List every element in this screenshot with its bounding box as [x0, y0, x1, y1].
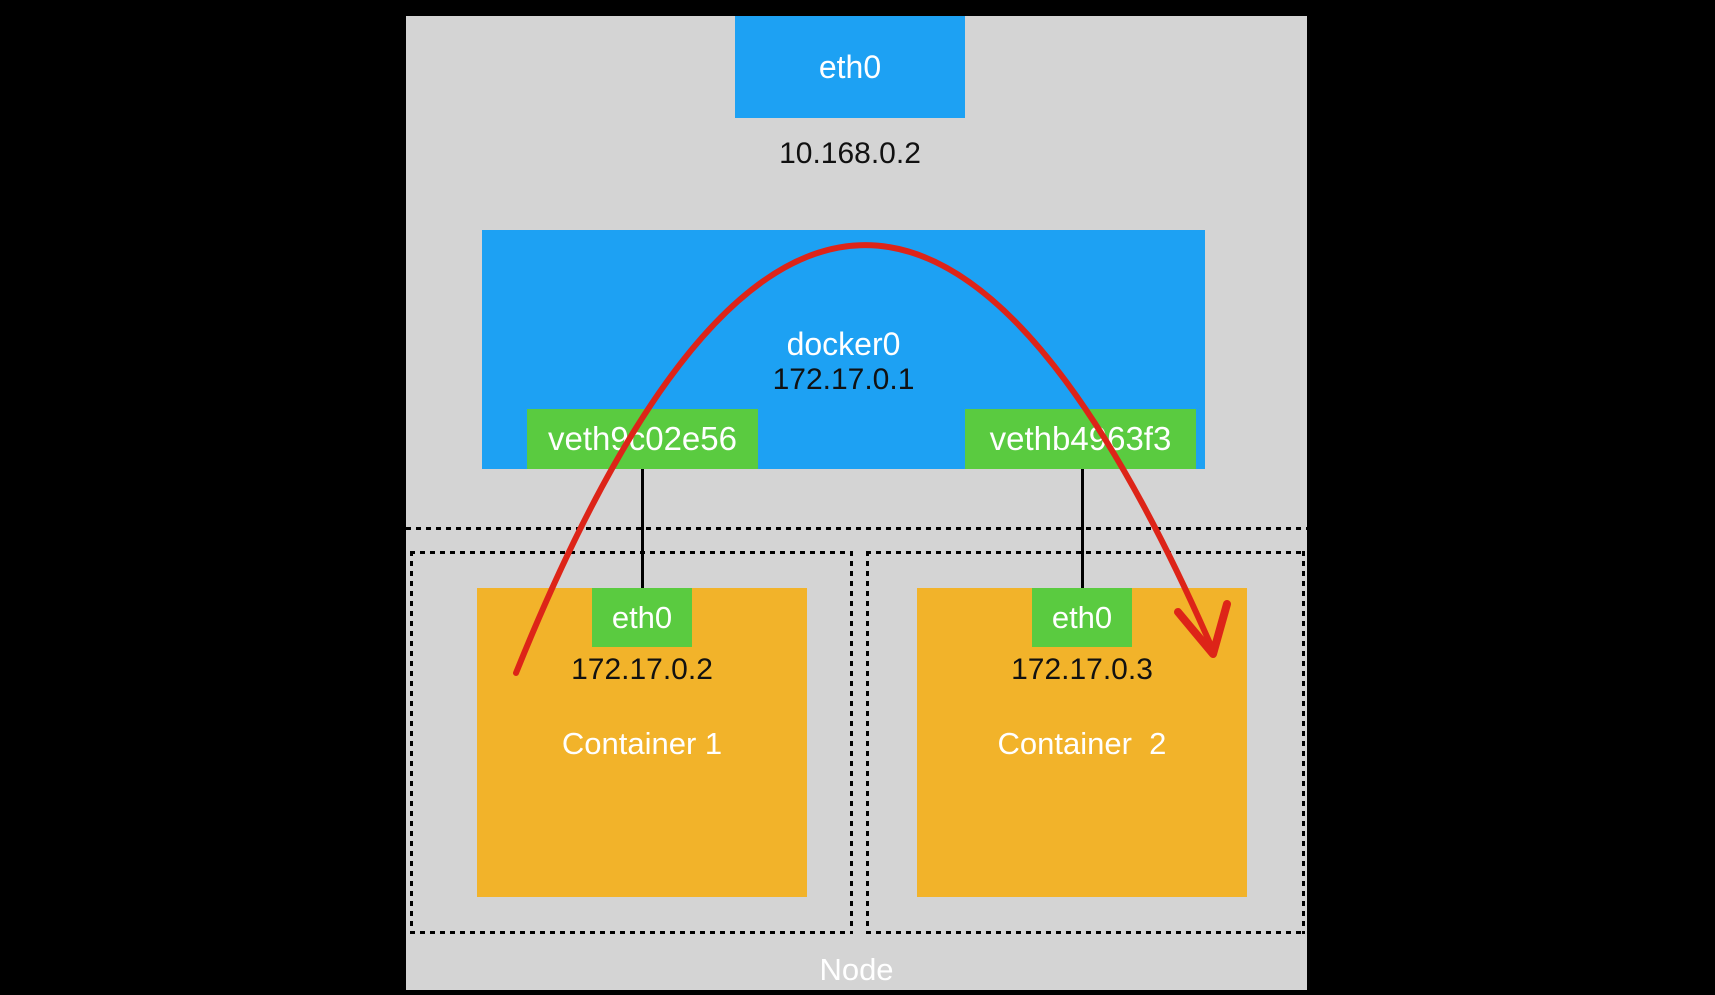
- host-namespace-separator-line: [406, 527, 1307, 530]
- container-2-eth0-box: eth0: [1032, 588, 1132, 647]
- namespace-1-border-left: [410, 551, 413, 934]
- docker0-ip-text: 172.17.0.1: [772, 363, 915, 396]
- namespace-1-border-bottom: [410, 931, 853, 934]
- container-1-box: eth0 172.17.0.2 Container 1: [477, 588, 807, 897]
- container-1-eth0-box: eth0: [592, 588, 692, 647]
- container-2-box: eth0 172.17.0.3 Container 2: [917, 588, 1247, 897]
- container-1-ip-text: 172.17.0.2: [571, 653, 713, 686]
- container-2-ip-text: 172.17.0.3: [1011, 653, 1153, 686]
- veth-1-label: veth9c02e56: [548, 420, 737, 457]
- veth-2-label: vethb4963f3: [989, 420, 1172, 457]
- container-2-eth0-label: eth0: [1051, 599, 1113, 635]
- namespace-2-border-left: [866, 551, 869, 934]
- container-2-name: Container 2: [997, 726, 1167, 761]
- veth2-eth0-connector-line: [1081, 469, 1084, 589]
- container-1-eth0-label: eth0: [611, 599, 673, 635]
- namespace-1-border-right: [850, 551, 853, 934]
- host-eth0-box: eth0: [735, 16, 965, 118]
- namespace-1-border-top: [410, 551, 850, 554]
- veth-endpoint-2: vethb4963f3: [965, 409, 1196, 469]
- veth1-eth0-connector-line: [641, 469, 644, 589]
- namespace-2-border-bottom: [866, 931, 1305, 934]
- node-caption: Node: [819, 952, 894, 987]
- host-eth0-label: eth0: [818, 48, 882, 85]
- namespace-2-border-right: [1302, 551, 1305, 934]
- namespace-2-border-top: [866, 551, 1305, 554]
- docker0-label: docker0: [786, 326, 901, 362]
- host-ip-text: 10.168.0.2: [779, 137, 921, 170]
- container-1-name: Container 1: [561, 726, 723, 761]
- veth-endpoint-1: veth9c02e56: [527, 409, 758, 469]
